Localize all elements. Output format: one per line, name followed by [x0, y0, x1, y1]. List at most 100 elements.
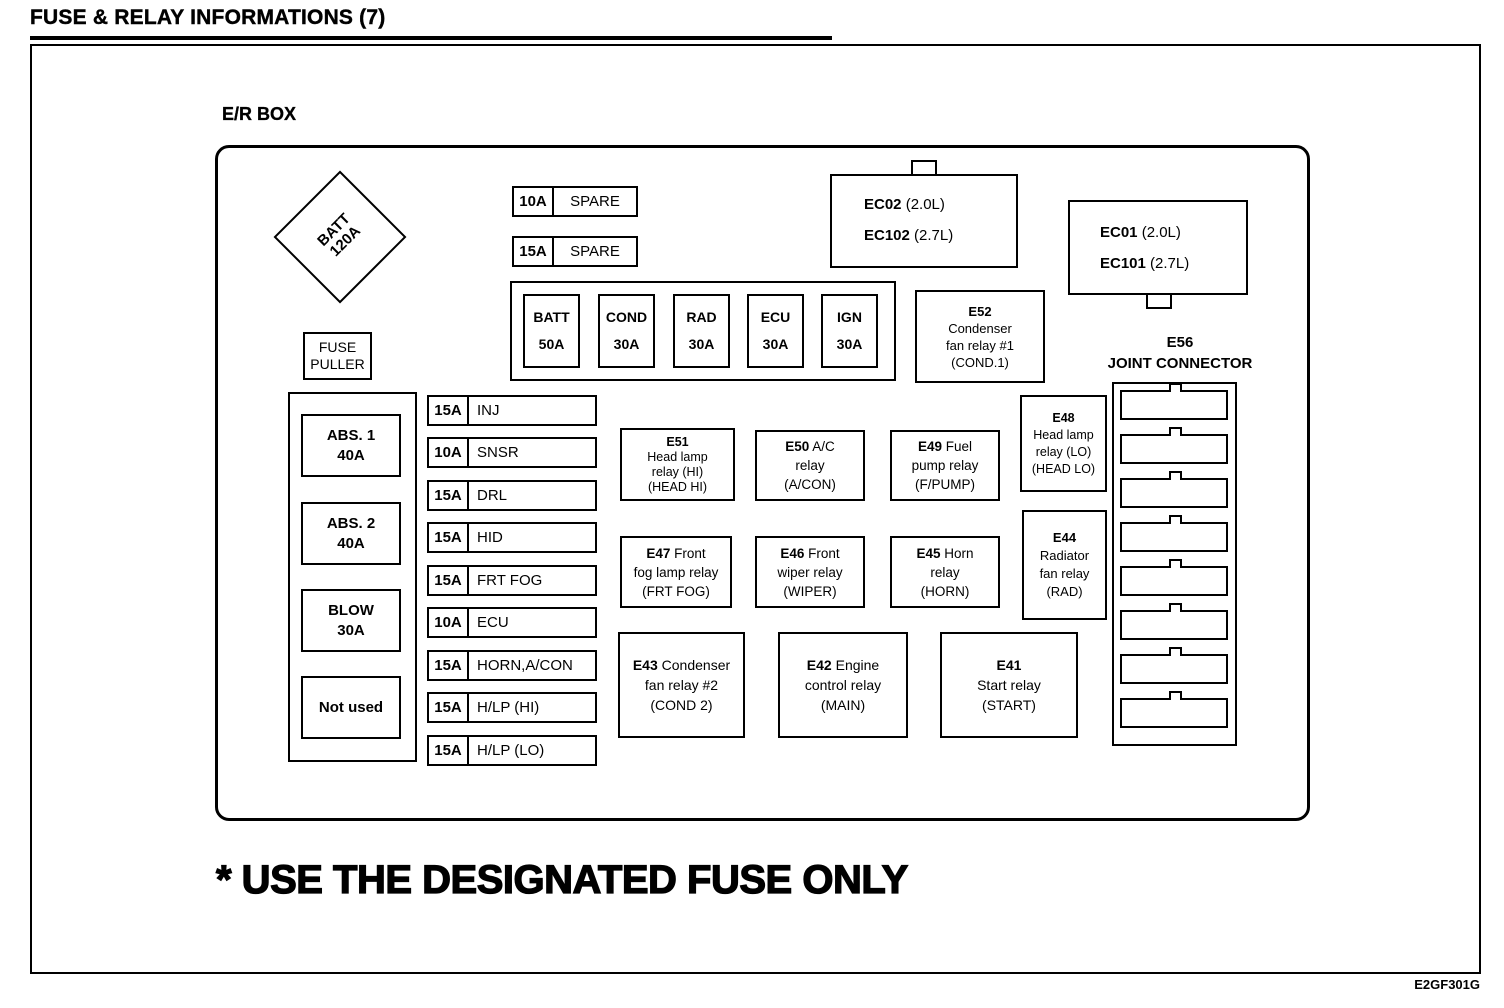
relay-line: (HEAD LO): [1031, 461, 1096, 476]
fuse-amp: 30A: [337, 621, 365, 639]
relay-code: E43: [632, 657, 658, 673]
joint-connector-slot: [1120, 471, 1228, 508]
ec101-line: EC101 (2.7L): [1100, 248, 1246, 279]
main-fuse-cond: COND 30A: [598, 294, 655, 368]
fuse-abs1: ABS. 1 40A: [301, 414, 401, 477]
relay-line: wiper relay: [777, 564, 843, 580]
fuse-amp: 15A: [427, 480, 469, 511]
relay-title-rest: Front: [674, 545, 706, 561]
relay-code: E41: [996, 657, 1022, 673]
joint-connector-slot: [1120, 559, 1228, 596]
ec02-connector-box: EC02 (2.0L) EC102 (2.7L): [830, 174, 1018, 268]
fuse-amp: 40A: [337, 446, 365, 464]
ec-code: EC102: [864, 227, 910, 244]
relay-line: Radiator: [1039, 548, 1090, 563]
relay-line: (HORN): [920, 583, 970, 599]
spare-fuse-label: SPARE: [552, 186, 638, 217]
ec102-line: EC102 (2.7L): [864, 220, 1016, 251]
ec-variant: (2.0L): [905, 196, 945, 213]
ec-code: EC02: [864, 196, 902, 213]
joint-connector-slot: [1120, 647, 1228, 684]
relay-code: E50: [785, 439, 810, 454]
joint-connector-slot: [1120, 383, 1228, 420]
spare-fuse-amp: 10A: [512, 186, 554, 217]
relay-line: (F/PUMP): [915, 477, 975, 492]
relay-title-rest: Fuel: [945, 439, 973, 454]
relay-line: relay: [930, 564, 960, 580]
relay-code: E49: [917, 439, 942, 454]
relay-line: Head lamp: [647, 449, 708, 464]
relay-line: (COND 2): [650, 697, 713, 713]
slot-notch: [1169, 427, 1182, 436]
relay-line: fog lamp relay: [633, 564, 719, 580]
relay-title-rest: Engine: [835, 657, 880, 673]
spare-fuse-amp: 15A: [512, 236, 554, 267]
fuse-amp: 30A: [762, 336, 789, 352]
relay-title: E49 Fuel: [918, 437, 972, 456]
relay-line: fan relay #2: [644, 677, 719, 693]
relay-code: E48: [1052, 410, 1075, 425]
joint-connector-slot: [1120, 691, 1228, 728]
fuse-list-row: 10A SNSR: [427, 437, 597, 468]
relay-code: E47: [646, 545, 671, 561]
relay-line: Start relay: [977, 677, 1041, 693]
ec01-connector-box: EC01 (2.0L) EC101 (2.7L): [1068, 200, 1248, 295]
title-underline: [30, 36, 832, 40]
relay-line: pump relay: [911, 458, 979, 473]
fuse-name: RAD: [686, 309, 717, 325]
fuse-name: ABS. 1: [326, 426, 376, 444]
relay-title-rest: Condenser: [661, 657, 731, 673]
relay-e41-box: E41 Start relay (START): [940, 632, 1078, 738]
fuse-name: IGN: [837, 309, 862, 325]
fuse-list-row: 15A HORN,A/CON: [427, 650, 597, 681]
relay-e49-box: E49 Fuel pump relay (F/PUMP): [890, 430, 1000, 501]
fuse-list-row: 10A ECU: [427, 607, 597, 638]
fuse-amp: 40A: [337, 534, 365, 552]
designated-fuse-warning: * USE THE DESIGNATED FUSE ONLY: [215, 857, 909, 902]
relay-line: fan relay #1: [946, 337, 1014, 353]
fuse-amp: 10A: [427, 607, 469, 638]
relay-e50-box: E50 A/C relay (A/CON): [755, 430, 865, 501]
relay-line: Condenser: [948, 320, 1012, 336]
fuse-name: BLOW: [328, 601, 374, 619]
fuse-amp: 30A: [688, 336, 715, 352]
relay-e42-box: E42 Engine control relay (MAIN): [778, 632, 908, 738]
fuse-amp: 15A: [427, 650, 469, 681]
relay-e47-box: E47 Front fog lamp relay (FRT FOG): [620, 536, 732, 608]
spare-fuse-label: SPARE: [552, 236, 638, 267]
fuse-name: COND: [605, 309, 648, 325]
spare-fuse-row-2: 15A SPARE: [512, 236, 638, 267]
fuse-puller-line2: PULLER: [310, 356, 365, 372]
relay-line: (A/CON): [784, 477, 836, 492]
relay-e44-box: E44 Radiator fan relay (RAD): [1022, 510, 1107, 620]
fuse-amp: 15A: [427, 692, 469, 723]
relay-line: (FRT FOG): [642, 583, 710, 599]
document-code: E2GF301G: [1414, 977, 1480, 992]
ec-variant: (2.7L): [914, 227, 954, 244]
diagram-outer-frame: [30, 44, 1481, 974]
fuse-label: FRT FOG: [467, 565, 597, 596]
slot-notch: [1169, 559, 1182, 568]
slot-notch: [1169, 515, 1182, 524]
fuse-list-row: 15A HID: [427, 522, 597, 553]
fuse-puller-line1: FUSE: [318, 339, 357, 355]
fuse-label: H/LP (HI): [467, 692, 597, 723]
er-box-label: E/R BOX: [222, 104, 297, 124]
page-title: FUSE & RELAY INFORMATIONS (7): [30, 6, 386, 29]
joint-connector-slot: [1120, 603, 1228, 640]
relay-title-rest: Front: [808, 545, 840, 561]
slot-notch: [1169, 383, 1182, 392]
spare-fuse-row-1: 10A SPARE: [512, 186, 638, 217]
fuse-amp: 15A: [427, 735, 469, 766]
relay-title-rest: Horn: [944, 545, 974, 561]
relay-title: E46 Front: [780, 544, 839, 563]
fuse-amp: 15A: [427, 522, 469, 553]
fuse-label: HORN,A/CON: [467, 650, 597, 681]
fuse-list-row: 15A H/LP (HI): [427, 692, 597, 723]
ec-code: EC101: [1100, 255, 1146, 272]
ec-code: EC01: [1100, 224, 1138, 241]
fuse-not-used: Not used: [301, 676, 401, 739]
joint-connector-slot: [1120, 427, 1228, 464]
relay-title-rest: A/C: [812, 439, 835, 454]
relay-title: E47 Front: [646, 544, 705, 563]
